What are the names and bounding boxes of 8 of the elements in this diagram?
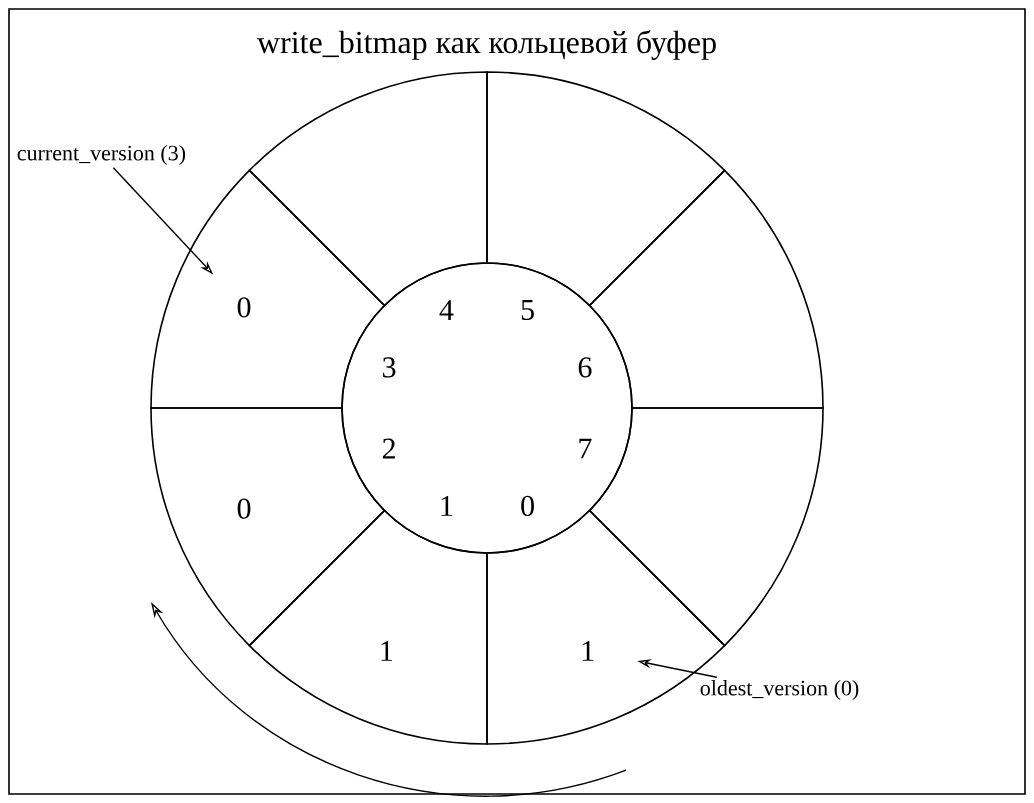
index-number: 4 xyxy=(439,300,454,320)
callout-label: oldest_version (0) xyxy=(700,680,859,700)
index-number: 0 xyxy=(521,495,534,517)
index-number: 6 xyxy=(578,357,592,378)
title: write_bitmap как кольцевой буфер xyxy=(257,30,716,60)
index-number: 5 xyxy=(521,300,534,321)
callout-label: current_version (3) xyxy=(17,145,186,165)
index-number: 7 xyxy=(579,438,592,459)
